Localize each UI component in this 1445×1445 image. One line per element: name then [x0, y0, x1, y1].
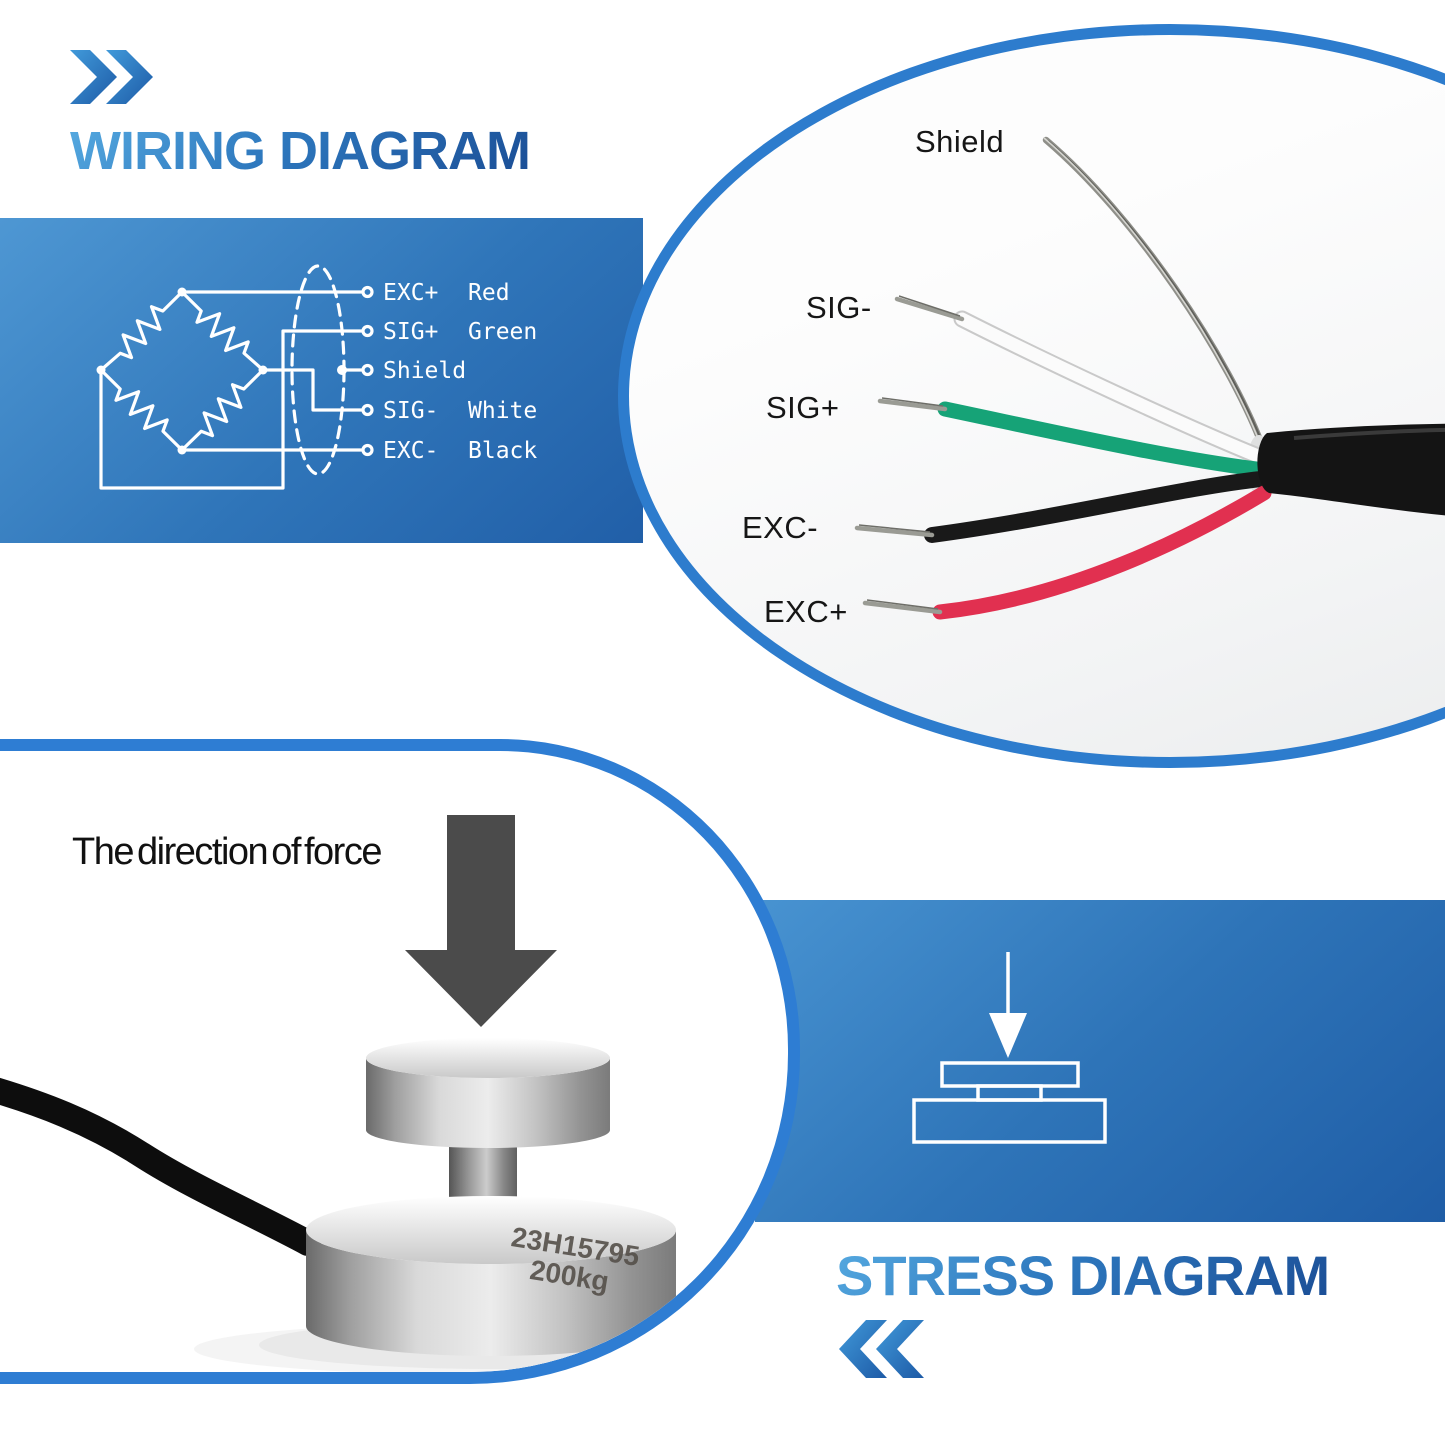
wire-white-sig-minus: [955, 312, 1265, 463]
bare-strands: [858, 524, 931, 533]
stress-section-header: STRESS DIAGRAM: [836, 1244, 1330, 1378]
resistor-top-right: [180, 290, 265, 372]
platform-top-plate: [940, 1061, 1080, 1088]
shield-strand-highlight: [1043, 137, 1263, 450]
resistor-bottom-right: [180, 368, 265, 452]
load-cell-body-top: [306, 1196, 676, 1264]
resistor-bottom-left: [99, 368, 184, 452]
cable-jacket: [1257, 423, 1445, 516]
stripped-cable-photo: Shield SIG- SIG+ EXC- EXC+: [742, 124, 1445, 629]
force-direction-caption: The direction of force: [72, 831, 382, 873]
bridge-node: [96, 365, 106, 375]
load-cell-cap-top: [366, 1038, 610, 1078]
bridge-node: [177, 445, 187, 455]
stress-diagram-panel: [755, 900, 1445, 1222]
terminal-wire-label: Red: [468, 280, 510, 306]
press-scale-icon: [912, 952, 1107, 1144]
terminal-signal-label: SIG-: [383, 398, 438, 424]
wire-sig-minus: [261, 368, 364, 412]
platform-base: [912, 1098, 1107, 1144]
terminal-signal-label: Shield: [383, 358, 466, 384]
bare-strands: [866, 599, 939, 610]
chevron-left-icon: [839, 1320, 887, 1378]
resistor-top-left: [99, 290, 184, 372]
terminal-signal-label: EXC-: [383, 438, 438, 464]
force-direction-panel: 23H15795 200kg The direction of force: [0, 739, 800, 1384]
wire-green-sig-plus: [937, 401, 1264, 477]
double-chevron-left-icon: [839, 1320, 924, 1378]
wheatstone-bridge-schematic: EXC+ Red SIG+ Green Shield SIG- White EX…: [96, 264, 537, 490]
chevron-left-icon: [876, 1320, 924, 1378]
chevron-right-icon: [106, 50, 153, 104]
photo-label-exc-plus: EXC+: [764, 594, 848, 629]
terminal-circle: [361, 403, 374, 417]
terminal-circle: [361, 324, 374, 338]
terminal-wire-label: Black: [468, 438, 537, 464]
wiring-schematic-panel: EXC+ Red SIG+ Green Shield SIG- White EX…: [0, 218, 643, 543]
wiring-section-header: WIRING DIAGRAM: [70, 50, 531, 181]
force-direction-arrow-icon: [405, 815, 557, 1027]
photo-label-shield: Shield: [915, 124, 1004, 159]
chevron-right-icon: [70, 50, 117, 104]
load-cell-photo: 23H15795 200kg: [0, 815, 788, 1372]
bare-strands: [894, 296, 965, 322]
terminal-wire-label: Green: [468, 319, 537, 345]
cable-photo-panel: Shield SIG- SIG+ EXC- EXC+: [618, 24, 1445, 768]
cable-jacket-sheen: [1293, 427, 1445, 440]
terminal-wire-label: White: [468, 398, 537, 424]
shield-connection-dot: [337, 365, 347, 375]
terminal-circle: [361, 285, 374, 299]
bare-strands: [881, 397, 944, 407]
force-arrow-head: [989, 1013, 1027, 1058]
terminal-circle: [361, 363, 374, 377]
photo-label-sig-plus: SIG+: [766, 390, 840, 425]
terminal-signal-label: EXC+: [383, 280, 438, 306]
bare-strands: [862, 600, 943, 615]
bare-strands: [877, 398, 948, 412]
photo-label-sig-minus: SIG-: [806, 290, 872, 325]
wire-black-exc-minus: [924, 471, 1269, 543]
load-cell-cap: [366, 1058, 610, 1148]
wire-sig-plus: [99, 329, 364, 490]
terminal-signal-label: SIG+: [383, 319, 438, 345]
terminal-circle: [361, 443, 374, 457]
bridge-node: [258, 365, 268, 375]
wire-red-exc-plus: [932, 485, 1272, 620]
wiring-diagram-title: WIRING DIAGRAM: [70, 121, 531, 181]
sensor-cable: [0, 1077, 321, 1256]
bare-strands: [898, 295, 961, 317]
stress-diagram-title: STRESS DIAGRAM: [836, 1244, 1330, 1307]
double-chevron-right-icon: [70, 50, 153, 104]
photo-label-exc-minus: EXC-: [742, 510, 818, 545]
bare-strands: [854, 525, 935, 538]
load-cell-block: [976, 1084, 1043, 1102]
bridge-node: [177, 287, 187, 297]
load-cell-body: [306, 1230, 676, 1356]
